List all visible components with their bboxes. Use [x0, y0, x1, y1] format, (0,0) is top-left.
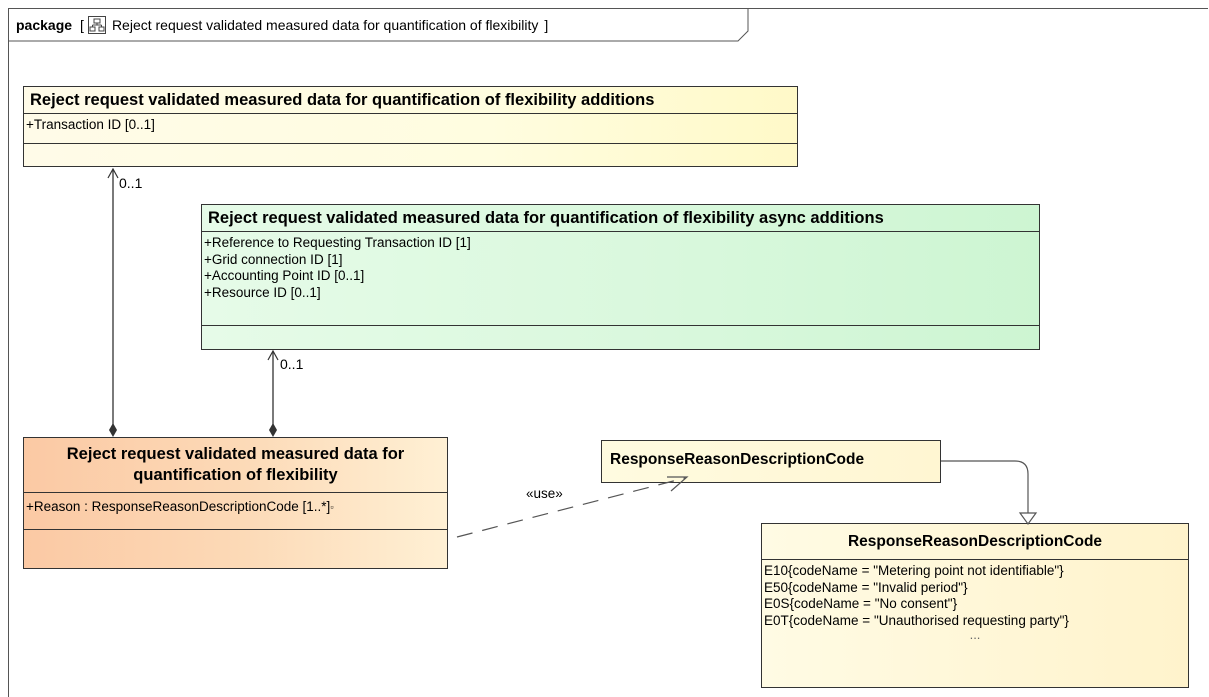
- class-code-enumeration[interactable]: ResponseReasonDescriptionCode E10{codeNa…: [761, 523, 1189, 688]
- diagram-frame: [8, 8, 1208, 697]
- attribute-reason: +Reason : ResponseReasonDescriptionCode …: [26, 499, 334, 514]
- package-name: Reject request validated measured data f…: [111, 16, 539, 33]
- multiplicity-additions: 0..1: [119, 175, 143, 191]
- attribute-grid-connection-id: +Grid connection ID [1]: [204, 251, 343, 267]
- class-code-reference-title: ResponseReasonDescriptionCode: [610, 451, 865, 468]
- attribute-accounting-point-id: +Accounting Point ID [0..1]: [204, 268, 365, 283]
- generalization[interactable]: [941, 460, 1038, 526]
- usage-dependency[interactable]: [456, 476, 689, 538]
- package-open-bracket: [: [80, 16, 84, 33]
- attribute-transaction-id: +Transaction ID [0..1]: [26, 117, 155, 132]
- class-main-title: Reject request validated measured data f…: [24, 438, 447, 493]
- class-async-additions-attributes: +Reference to Requesting Transaction ID …: [202, 232, 1039, 326]
- class-additions-attributes: +Transaction ID [0..1]: [24, 114, 797, 144]
- association-main-to-additions[interactable]: [107, 167, 119, 437]
- literal-e50: E50{codeName = "Invalid period"}: [764, 579, 968, 595]
- class-additions[interactable]: Reject request validated measured data f…: [23, 86, 798, 167]
- class-main-attributes: +Reason : ResponseReasonDescriptionCode …: [24, 493, 447, 530]
- class-async-additions[interactable]: Reject request validated measured data f…: [201, 204, 1040, 350]
- multiplicity-async: 0..1: [280, 356, 304, 372]
- association-main-to-async[interactable]: [267, 349, 279, 437]
- literal-e0s: E0S{codeName = "No consent"}: [764, 596, 958, 611]
- package-close-bracket: ]: [544, 16, 549, 33]
- use-stereotype-label: «use»: [526, 486, 563, 501]
- class-async-additions-title: Reject request validated measured data f…: [202, 205, 1039, 232]
- package-tab-outline: [8, 8, 749, 42]
- class-code-reference[interactable]: ResponseReasonDescriptionCode: [601, 440, 941, 483]
- class-code-enumeration-title: ResponseReasonDescriptionCode: [762, 524, 1188, 560]
- package-tab: package [ Reject request validated measu…: [8, 8, 748, 41]
- class-main[interactable]: Reject request validated measured data f…: [23, 437, 448, 569]
- diagram-icon: [87, 15, 106, 34]
- package-keyword: package: [16, 16, 73, 33]
- attribute-reference-transaction-id: +Reference to Requesting Transaction ID …: [204, 235, 471, 250]
- enum-type-icon: ▫: [330, 502, 334, 513]
- literal-e10: E10{codeName = "Metering point not ident…: [764, 563, 1064, 578]
- class-additions-title: Reject request validated measured data f…: [24, 87, 797, 114]
- literal-more: ...: [969, 627, 981, 642]
- attribute-resource-id: +Resource ID [0..1]: [204, 284, 321, 300]
- class-code-enumeration-literals: E10{codeName = "Metering point not ident…: [762, 560, 1188, 641]
- literal-e0t: E0T{codeName = "Unauthorised requesting …: [764, 612, 1069, 628]
